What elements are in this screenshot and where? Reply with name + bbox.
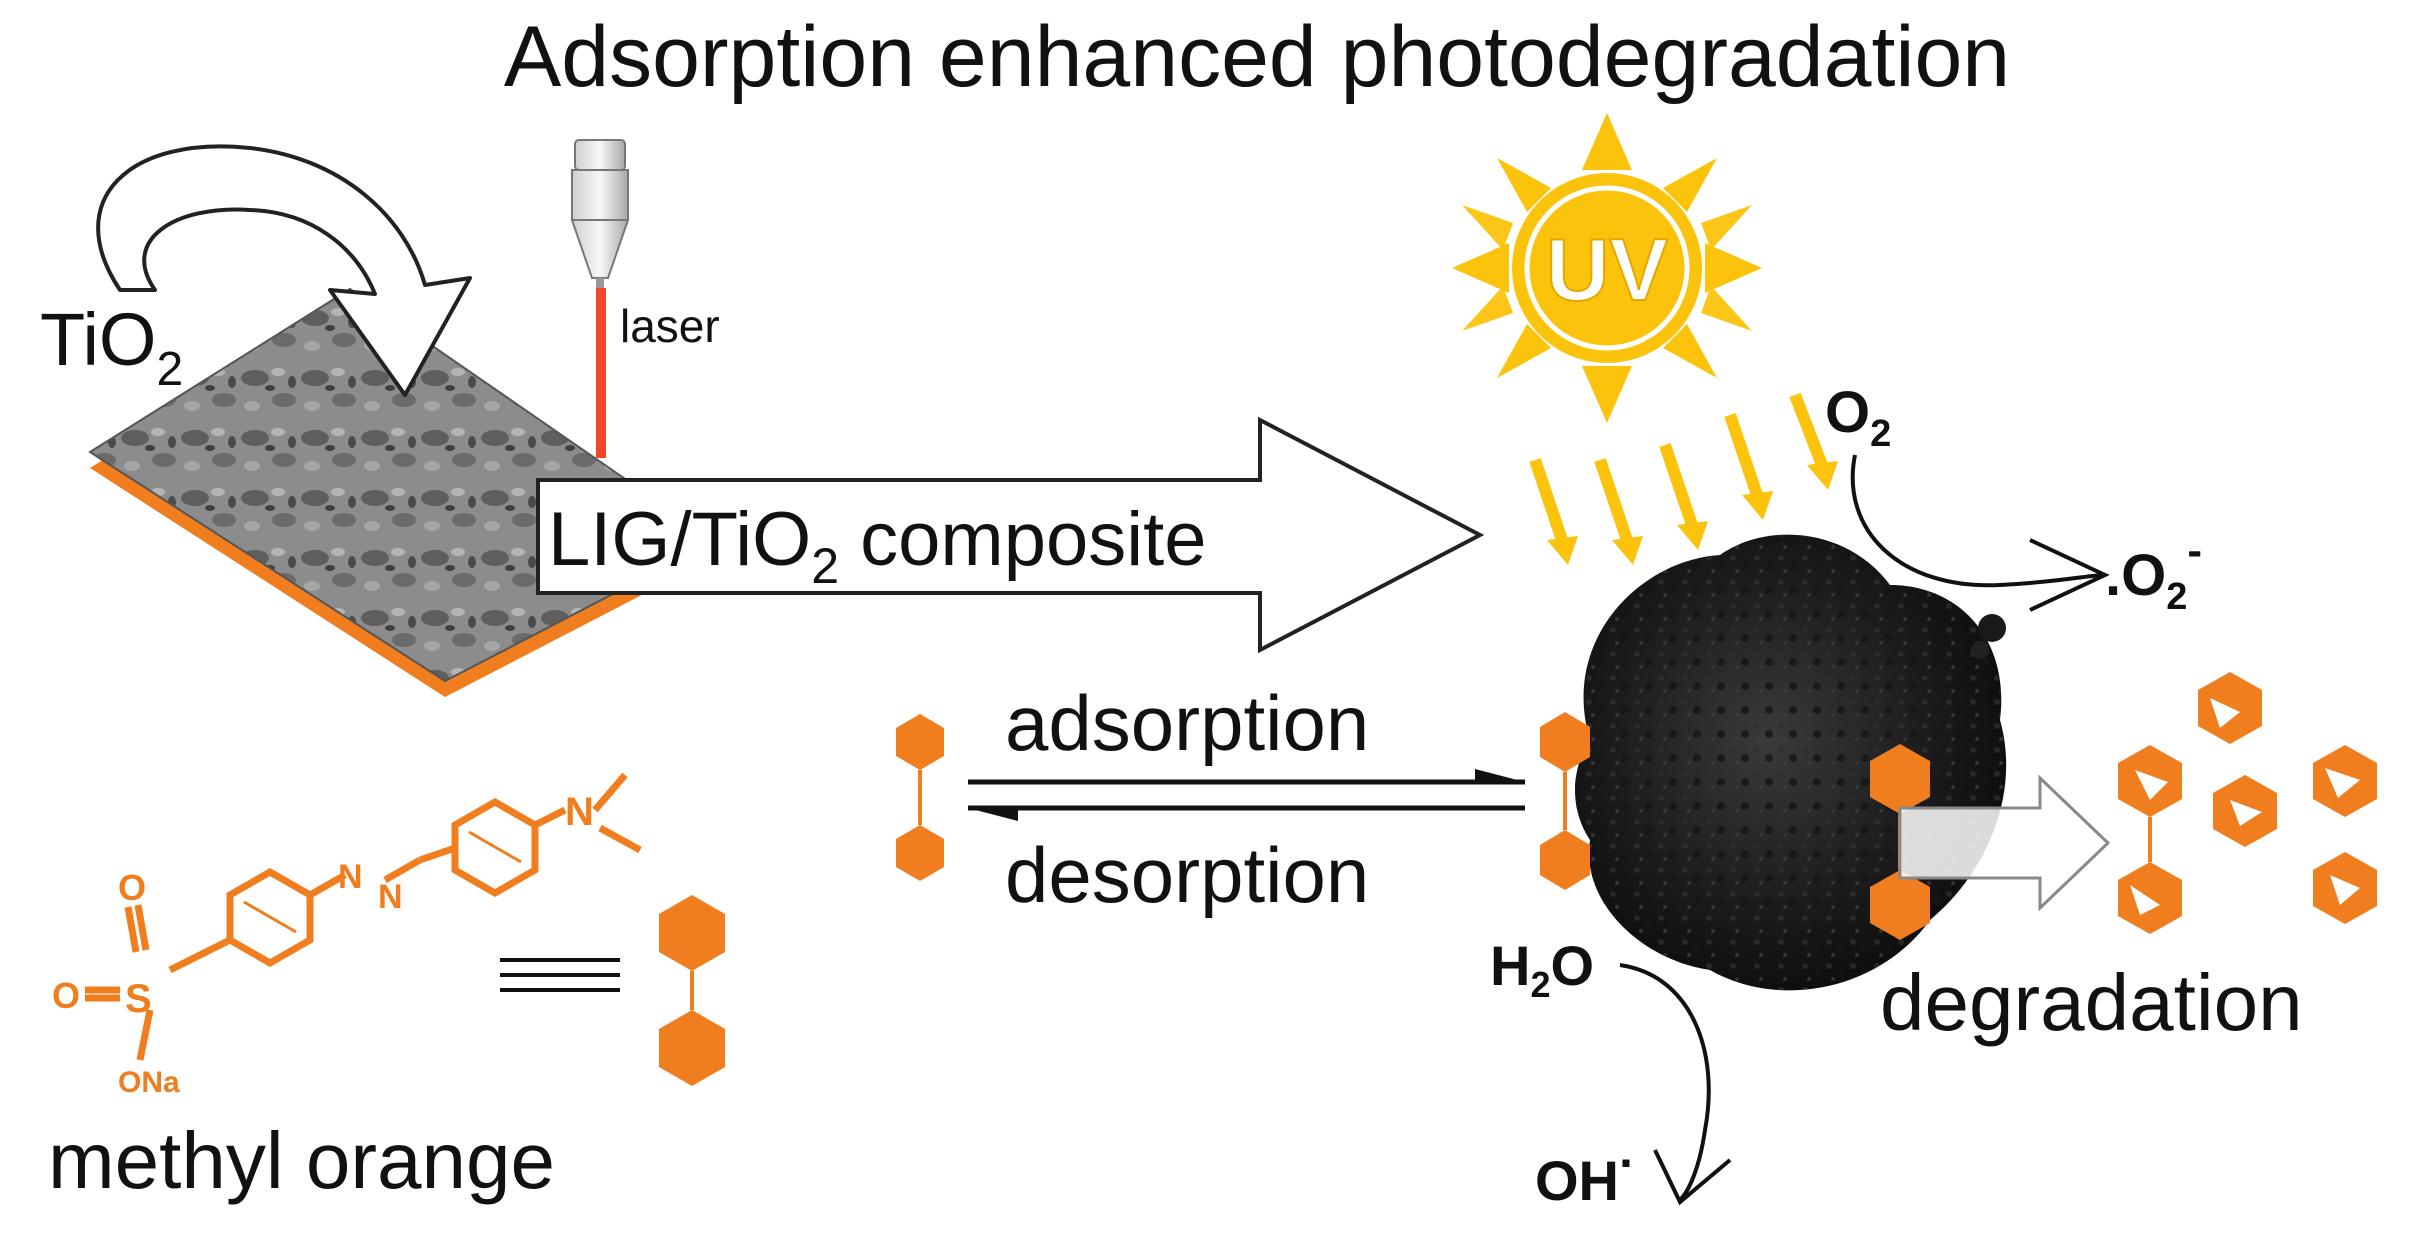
methyl-orange-structure [85,772,642,1061]
lig-tio2-powder [1575,534,2007,991]
methyl-orange-atoms: O O S ONa N N N [52,790,594,1099]
uv-rays [1529,392,1838,565]
svg-text:N: N [378,878,403,916]
methyl-orange-label: methyl orange [48,1116,555,1205]
h2o-arrowhead [1653,1149,1732,1206]
oh-radical-label: OH· [1535,1135,1636,1212]
adsorbed-dye-molecule [1540,712,1590,890]
equivalence-sign [500,958,620,992]
svg-text:S: S [125,977,152,1021]
laser-beam [596,288,606,458]
svg-text:N: N [338,858,363,896]
superoxide-label: .O2- [2105,526,2202,618]
degraded-fragments [2118,672,2377,934]
uv-label: UV [1546,220,1669,319]
composite-label: LIG/TiO2 composite [548,497,1207,594]
degradation-label: degradation [1880,958,2303,1047]
svg-text:O: O [118,867,146,908]
sun-icon [1452,113,1762,423]
svg-text:O: O [52,975,80,1016]
laser-head-icon [570,139,630,288]
h2o-label: H2O [1490,934,1594,1005]
block-arrow-icon [536,416,1485,654]
svg-text:ONa: ONa [118,1066,180,1099]
o2-reduction-arrow [1850,454,2106,588]
hexagon-molecule-icon [659,895,725,1086]
free-dye-molecule [896,714,944,881]
tio2-label: TiO2 [40,298,183,396]
curved-arrow-icon [96,144,472,397]
laser-label: laser [620,300,720,352]
svg-text:N: N [565,790,594,834]
o2-label: O2 [1825,380,1891,455]
equilibrium-arrows-icon [968,769,1525,821]
desorption-label: desorption [1005,831,1369,919]
h2o-oxidation-arrow [1619,963,1711,1202]
diagram-title: Adsorption enhanced photodegradation [504,9,2010,105]
o2-arrowhead [2029,538,2110,612]
adsorption-label: adsorption [1005,679,1369,767]
degradation-block-arrow [1898,774,2111,912]
